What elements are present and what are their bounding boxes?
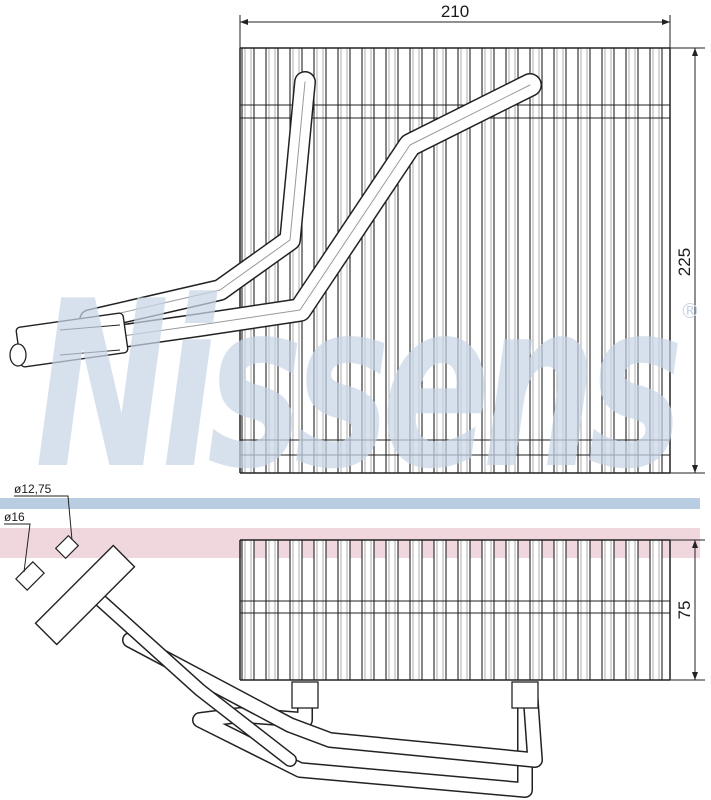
nissens-watermark: Nissens ® <box>35 253 700 520</box>
evaporator-pipes-bottom <box>93 593 543 798</box>
pipe-large-diameter-label: ø16 <box>4 510 25 524</box>
dimension-height: 225 <box>670 47 705 474</box>
evaporator-pipes-top <box>79 71 542 352</box>
callout-small-diameter: ø12,75 <box>14 482 73 541</box>
dimension-depth: 75 <box>670 539 705 681</box>
dimension-height-label: 225 <box>675 248 694 276</box>
dimension-width-label: 210 <box>441 2 469 21</box>
dimension-depth-label: 75 <box>675 601 694 620</box>
watermark-stripe-blue <box>0 498 700 509</box>
evaporator-side-view <box>239 539 671 681</box>
pipe-connector-block <box>9 312 129 368</box>
pipe-small-diameter-label: ø12,75 <box>14 482 52 496</box>
watermark-logo-text: Nissens <box>35 253 678 520</box>
watermark-registered-mark: ® <box>680 299 700 323</box>
dimension-width: 210 <box>239 2 671 48</box>
callout-large-diameter: ø16 <box>4 510 31 573</box>
pipe-fittings-bottom <box>291 681 539 709</box>
